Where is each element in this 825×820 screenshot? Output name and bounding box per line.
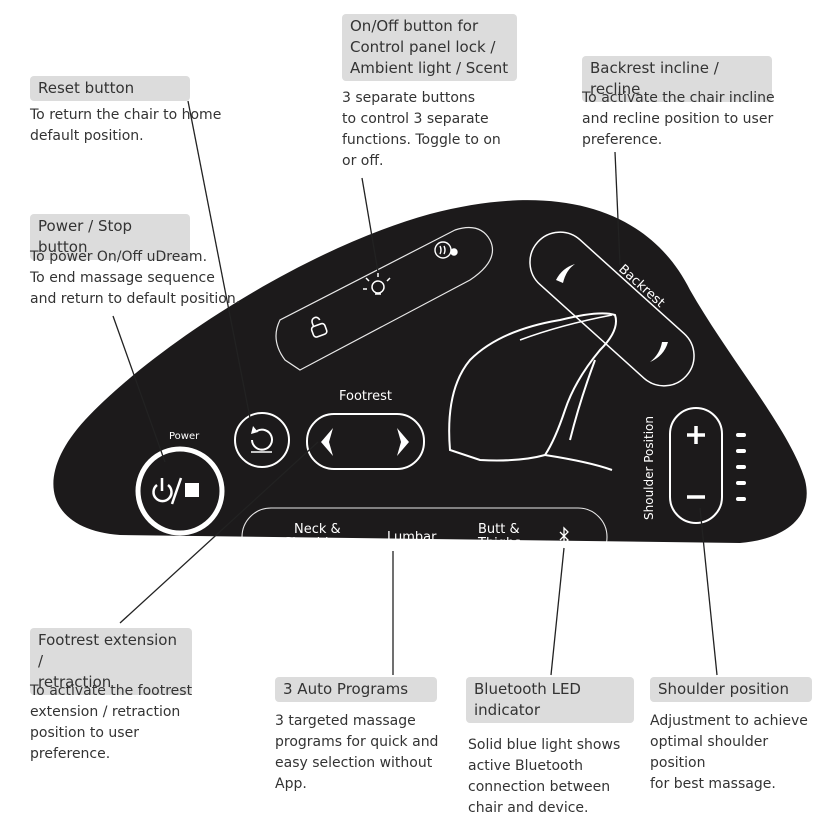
- scent-icon[interactable]: [434, 241, 458, 259]
- onoff-title-line: Ambient light / Scent: [350, 59, 509, 77]
- footrest-title-line: Footrest extension /: [38, 631, 177, 670]
- program-label-line1: Butt &: [478, 522, 520, 537]
- bluetooth-callout-title: Bluetooth LED indicator: [466, 677, 634, 723]
- leader-line-footrest: [119, 441, 319, 624]
- plus-icon[interactable]: [687, 426, 705, 444]
- backrest-control[interactable]: [518, 220, 707, 398]
- programs-callout-title: 3 Auto Programs: [275, 677, 437, 702]
- bluetooth-icon: [559, 526, 569, 546]
- shoulder-callout-text: Adjustment to achieve optimal shoulder p…: [650, 713, 808, 792]
- footrest-label: Footrest: [339, 389, 392, 404]
- onoff-title-line: On/Off button for: [350, 17, 479, 35]
- program-label-line2: Thighs: [477, 536, 521, 551]
- footrest-callout-text: To activate the footrest extension / ret…: [30, 683, 193, 762]
- lock-icon[interactable]: [308, 315, 328, 338]
- shoulder-level-indicator-icon: [736, 433, 746, 501]
- program-lumbar-button[interactable]: Lumbar: [387, 530, 437, 545]
- leader-line-shoulder: [699, 507, 718, 676]
- leader-line-onoff: [361, 177, 379, 273]
- footrest-callout-title: Footrest extension / retraction: [30, 628, 192, 695]
- onoff-title-line: Control panel lock /: [350, 38, 496, 56]
- leader-line-bluetooth: [550, 547, 565, 676]
- backrest-down-icon[interactable]: [650, 342, 668, 362]
- footrest-right-arrow-icon[interactable]: [397, 428, 409, 456]
- footrest-left-arrow-icon[interactable]: [321, 428, 333, 456]
- shoulder-callout-title: Shoulder position: [650, 677, 812, 702]
- programs-callout-text: 3 targeted massage programs for quick an…: [275, 713, 439, 792]
- top-function-pill: [275, 227, 494, 371]
- onoff-callout-title: On/Off button for Control panel lock / A…: [342, 14, 517, 81]
- power-stop-button[interactable]: [135, 446, 225, 536]
- reset-button[interactable]: [234, 412, 290, 468]
- footrest-title-line: retraction: [38, 673, 112, 691]
- program-label-line1: Neck &: [294, 522, 341, 537]
- footrest-control[interactable]: [306, 413, 425, 470]
- power-callout-title: Power / Stop button: [30, 214, 190, 260]
- program-label-line2: Shoulders: [284, 536, 349, 551]
- backrest-callout-text: To activate the chair incline and reclin…: [582, 90, 775, 148]
- power-callout-text: To power On/Off uDream. To end massage s…: [30, 249, 241, 307]
- bluetooth-title-line: Bluetooth LED: [474, 680, 581, 698]
- program-neck-shoulders-button[interactable]: Neck & Shoulders: [284, 522, 349, 551]
- backrest-callout-title: Backrest incline / recline: [582, 56, 772, 102]
- power-label: Power: [169, 431, 200, 442]
- leader-lines: [112, 100, 718, 676]
- bluetooth-callout-text: Solid blue light shows active Bluetooth …: [468, 737, 621, 816]
- bluetooth-title-line: indicator: [474, 701, 541, 719]
- leader-line-reset: [187, 100, 251, 419]
- reset-icon: [251, 428, 273, 451]
- program-label-line1: Lumbar: [387, 530, 437, 545]
- program-butt-thighs-button[interactable]: Butt & Thighs: [477, 522, 521, 551]
- onoff-callout-text: 3 separate buttons to control 3 separate…: [342, 90, 501, 169]
- reset-callout-title: Reset button: [30, 76, 190, 101]
- reset-callout-text: To return the chair to home default posi…: [30, 107, 222, 144]
- leader-line-power: [112, 315, 166, 463]
- power-stop-icon: [152, 477, 199, 505]
- chair-silhouette-icon: [448, 312, 617, 471]
- shoulder-position-control[interactable]: [669, 407, 723, 524]
- shoulder-position-label: Shoulder Position: [642, 416, 656, 520]
- backrest-up-icon[interactable]: [556, 264, 575, 283]
- leader-line-backrest: [614, 151, 621, 266]
- ambient-light-icon[interactable]: [363, 273, 391, 295]
- programs-band: [241, 507, 608, 567]
